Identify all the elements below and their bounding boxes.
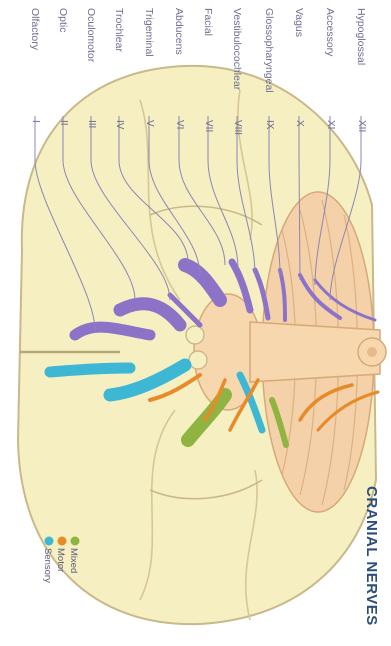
nerve-name-trochlear: Trochlear xyxy=(113,8,125,52)
legend-swatch-motor xyxy=(58,537,67,546)
nerve-numeral-6: VI xyxy=(174,120,185,129)
legend-swatch-mixed xyxy=(71,537,80,546)
nerve-numeral-1: I xyxy=(30,120,41,123)
olfactory-nerve-sensory xyxy=(50,368,130,372)
nerve-numeral-4: IV xyxy=(114,120,125,129)
nerve-name-vestibulocochlear: Vestibulocochlear xyxy=(231,8,243,90)
nerve-numeral-2: II xyxy=(58,120,69,126)
nerve-name-optic: Optic xyxy=(57,8,69,33)
diagram-title: CRANIAL NERVES xyxy=(363,486,380,626)
nerve-numeral-9: IX xyxy=(264,120,275,129)
legend-label-motor: Motor xyxy=(55,548,66,572)
nerve-name-hypoglossal: Hypoglossal xyxy=(355,8,367,65)
nerve-numeral-8: VIII xyxy=(232,120,243,135)
nerve-name-abducens: Abducens xyxy=(173,8,185,55)
nerve-numeral-12: XII xyxy=(356,120,367,132)
nerve-numeral-7: VII xyxy=(203,120,214,132)
nerve-name-accessory: Accessory xyxy=(324,8,336,56)
legend-label-sensory: Sensory xyxy=(42,548,53,583)
nerve-name-oculomotor: Oculomotor xyxy=(85,8,97,62)
nerve-numeral-5: V xyxy=(144,120,155,127)
nerve-name-olfactory: Olfactory xyxy=(29,8,41,50)
nerve-name-vagus: Vagus xyxy=(293,8,305,37)
nerve-name-facial: Facial xyxy=(202,8,214,36)
legend-swatch-sensory xyxy=(45,537,54,546)
nerve-numeral-11: XI xyxy=(325,120,336,129)
nerve-numeral-10: X xyxy=(294,120,305,127)
nerve-name-glossopharyngeal: Glossopharyngeal xyxy=(263,8,275,93)
nerve-numeral-3: III xyxy=(86,120,97,128)
legend-label-mixed: Mixed xyxy=(68,548,79,573)
nerve-name-trigeminal: Trigeminal xyxy=(143,8,155,57)
